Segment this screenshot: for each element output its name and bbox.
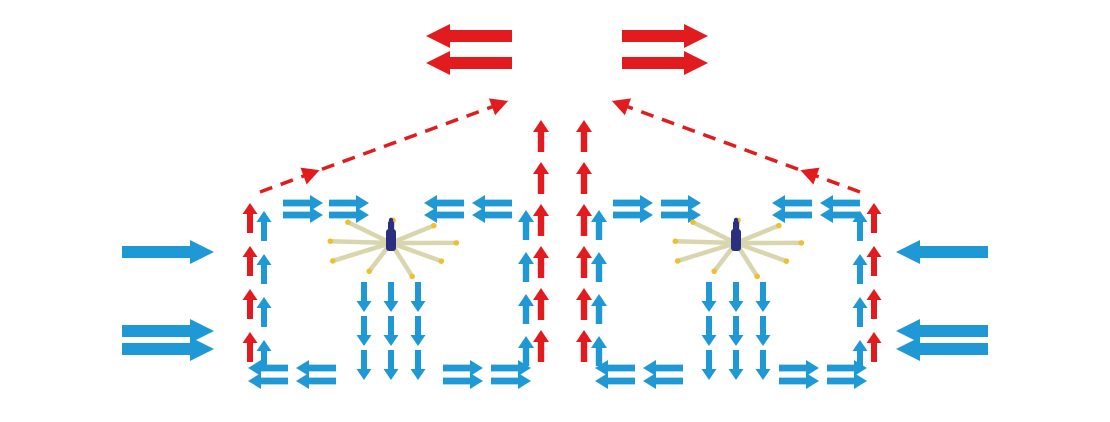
floor-flow-left-center <box>443 360 531 389</box>
exhaust-arrows-left <box>426 24 512 75</box>
ceiling-flow-right-to-fan <box>613 195 701 223</box>
center-updraft-warm-left <box>533 120 549 362</box>
exhaust-arrows-right <box>622 24 708 75</box>
floor-flow-far-right <box>779 360 867 389</box>
wall-updraft-warm-right <box>866 203 882 362</box>
floor-flow-right-center <box>595 360 683 389</box>
center-updraft-warm-right <box>576 120 592 362</box>
ceiling-flow-left-to-fan <box>424 195 512 223</box>
floor-flow-far-left <box>248 360 336 389</box>
wall-updraft-cool-right <box>852 211 868 370</box>
roof-dashed-airflow-left <box>259 98 509 194</box>
hvls-fan-icon-right <box>672 217 805 280</box>
ceiling-flow-left-inward <box>283 195 369 223</box>
inflow-arrows-left <box>122 240 214 361</box>
wall-updraft-warm-left <box>242 203 258 362</box>
center-updraft-cool-right <box>591 210 607 366</box>
ceiling-flow-right-inward <box>772 195 860 223</box>
roof-dashed-airflow-right <box>611 98 861 194</box>
fan-downdraft-left <box>356 282 426 380</box>
hvls-fan-icon-left <box>327 217 460 280</box>
fan-downdraft-right <box>701 282 771 380</box>
wall-updraft-cool-left <box>256 211 272 370</box>
inflow-arrows-right <box>896 240 988 361</box>
center-updraft-cool-left <box>518 210 534 366</box>
